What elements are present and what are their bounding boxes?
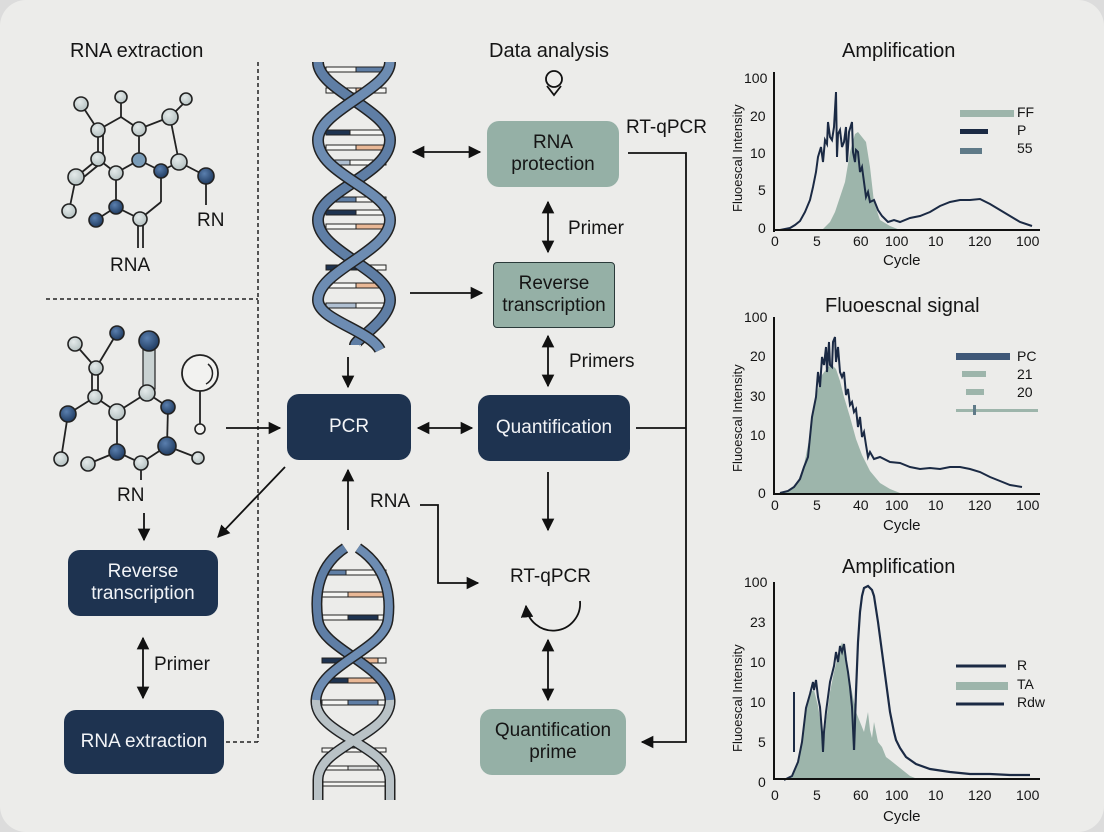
- y-tick: 5: [758, 734, 766, 750]
- primers-edge-label: Primers: [569, 351, 635, 372]
- reverse-transcription-label: Reverse transcription: [91, 561, 195, 604]
- x-tick: 5: [813, 787, 821, 803]
- x-tick: 40: [853, 497, 869, 513]
- x-tick: 100: [1016, 497, 1040, 513]
- molecule-icon-1: [68, 97, 207, 248]
- chart-2-xlabel: Cycle: [883, 517, 921, 534]
- x-tick: 100: [885, 497, 909, 513]
- chart-3-legend-rdw: Rdw: [1017, 694, 1046, 710]
- molecule-icon-2: [60, 332, 201, 480]
- primer-edge-label: Primer: [568, 218, 624, 239]
- rt-qpcr-cycle-label: RT-qPCR: [510, 566, 591, 587]
- chart-2-legend-21: 21: [1017, 366, 1033, 382]
- x-tick: 60: [853, 233, 869, 249]
- chart-2-plot: [773, 317, 1040, 495]
- rna-extraction-label: RNA extraction: [80, 731, 208, 752]
- y-tick: 10: [750, 145, 766, 161]
- chart-3-ylabel: Fluoescal Intensity: [730, 644, 745, 752]
- molecule-2-label: RN: [117, 485, 145, 506]
- pcr-box[interactable]: PCR: [287, 394, 411, 460]
- pcr-label: PCR: [328, 416, 370, 437]
- x-tick: 5: [813, 233, 821, 249]
- y-tick: 0: [758, 220, 766, 236]
- y-tick: 20: [750, 348, 766, 364]
- chart-1-legend-ff: FF: [1017, 104, 1035, 120]
- chart-3-xlabel: Cycle: [883, 808, 921, 825]
- quantification-box[interactable]: Quantification: [478, 395, 630, 461]
- x-tick: 120: [968, 233, 992, 249]
- chart-1-legend-55: 55: [1017, 140, 1033, 156]
- y-tick: 10: [750, 427, 766, 443]
- y-tick: 100: [744, 70, 768, 86]
- probe-icon: [181, 354, 219, 392]
- quantification-label: Quantification: [495, 417, 613, 438]
- quantification-prime-box[interactable]: Quantification prime: [480, 709, 626, 775]
- molecule-label-rn: RN: [197, 210, 225, 231]
- chart-1-legend-p: P: [1017, 122, 1027, 138]
- rna-protection-label: RNA protection: [511, 132, 595, 175]
- y-tick: 20: [750, 108, 766, 124]
- x-tick: 120: [968, 787, 992, 803]
- y-tick: 23: [750, 614, 766, 630]
- rna-extraction-box[interactable]: RNA extraction: [64, 710, 224, 774]
- x-tick: 0: [771, 233, 779, 249]
- chart-1-title: Amplification: [842, 40, 956, 62]
- x-tick: 10: [928, 787, 944, 803]
- rna-edge-label: RNA: [370, 491, 411, 512]
- reverse-transcription-box[interactable]: Reverse transcription: [493, 262, 615, 328]
- chart-3-legend-ta: TA: [1017, 676, 1034, 692]
- chart-3-plot: [773, 582, 1040, 781]
- y-tick: 5: [758, 182, 766, 198]
- chart-2-ylabel: Fluoescal Intensity: [730, 364, 745, 472]
- molecule-atoms-2: [53, 325, 206, 472]
- x-tick: 10: [928, 233, 944, 249]
- x-tick: 100: [885, 233, 909, 249]
- y-tick: 30: [750, 388, 766, 404]
- chart-1-xlabel: Cycle: [883, 252, 921, 269]
- primer-edge-label-left: Primer: [154, 654, 210, 675]
- reverse-transcription-box-left[interactable]: Reverse transcription: [68, 550, 218, 616]
- chart-2-title: Fluoescnal signal: [825, 295, 980, 317]
- chart-2-legend-20: 20: [1017, 384, 1033, 400]
- rna-extraction-title: RNA extraction: [70, 40, 204, 62]
- x-tick: 120: [968, 497, 992, 513]
- molecule-bar: [142, 340, 156, 390]
- dna-helix-bottom-icon: [310, 543, 396, 800]
- x-tick: 100: [1016, 787, 1040, 803]
- y-tick: 100: [744, 309, 768, 325]
- x-tick: 10: [928, 497, 944, 513]
- chart-1-plot: [773, 72, 1040, 232]
- chart-3-title: Amplification: [842, 556, 956, 578]
- x-tick: 100: [1016, 233, 1040, 249]
- x-tick: 60: [853, 787, 869, 803]
- reverse-transcription-center-label: Reverse transcription: [502, 273, 606, 316]
- rna-protection-box[interactable]: RNA protection: [487, 121, 619, 187]
- x-tick: 100: [885, 787, 909, 803]
- y-tick: 0: [758, 485, 766, 501]
- dna-helix-top-icon: [311, 60, 397, 354]
- y-tick: 10: [750, 694, 766, 710]
- quantification-prime-label: Quantification prime: [494, 720, 612, 763]
- molecule-label-rna: RNA: [110, 255, 151, 276]
- chart-2-legend-pc: PC: [1017, 348, 1037, 364]
- data-analysis-title: Data analysis: [489, 40, 610, 62]
- molecule-atoms-1: [61, 90, 215, 228]
- analysis-icon: [545, 70, 563, 88]
- x-tick: 0: [771, 787, 779, 803]
- chart-3-legend-r: R: [1017, 657, 1028, 673]
- y-tick: 10: [750, 654, 766, 670]
- y-tick: 0: [758, 774, 766, 790]
- rt-qpcr-label-top: RT-qPCR: [626, 117, 707, 138]
- y-tick: 100: [744, 574, 768, 590]
- dashed-separators: [46, 62, 259, 743]
- chart-1-ylabel: Fluoescal Intensity: [730, 104, 745, 212]
- x-tick: 5: [813, 497, 821, 513]
- x-tick: 0: [771, 497, 779, 513]
